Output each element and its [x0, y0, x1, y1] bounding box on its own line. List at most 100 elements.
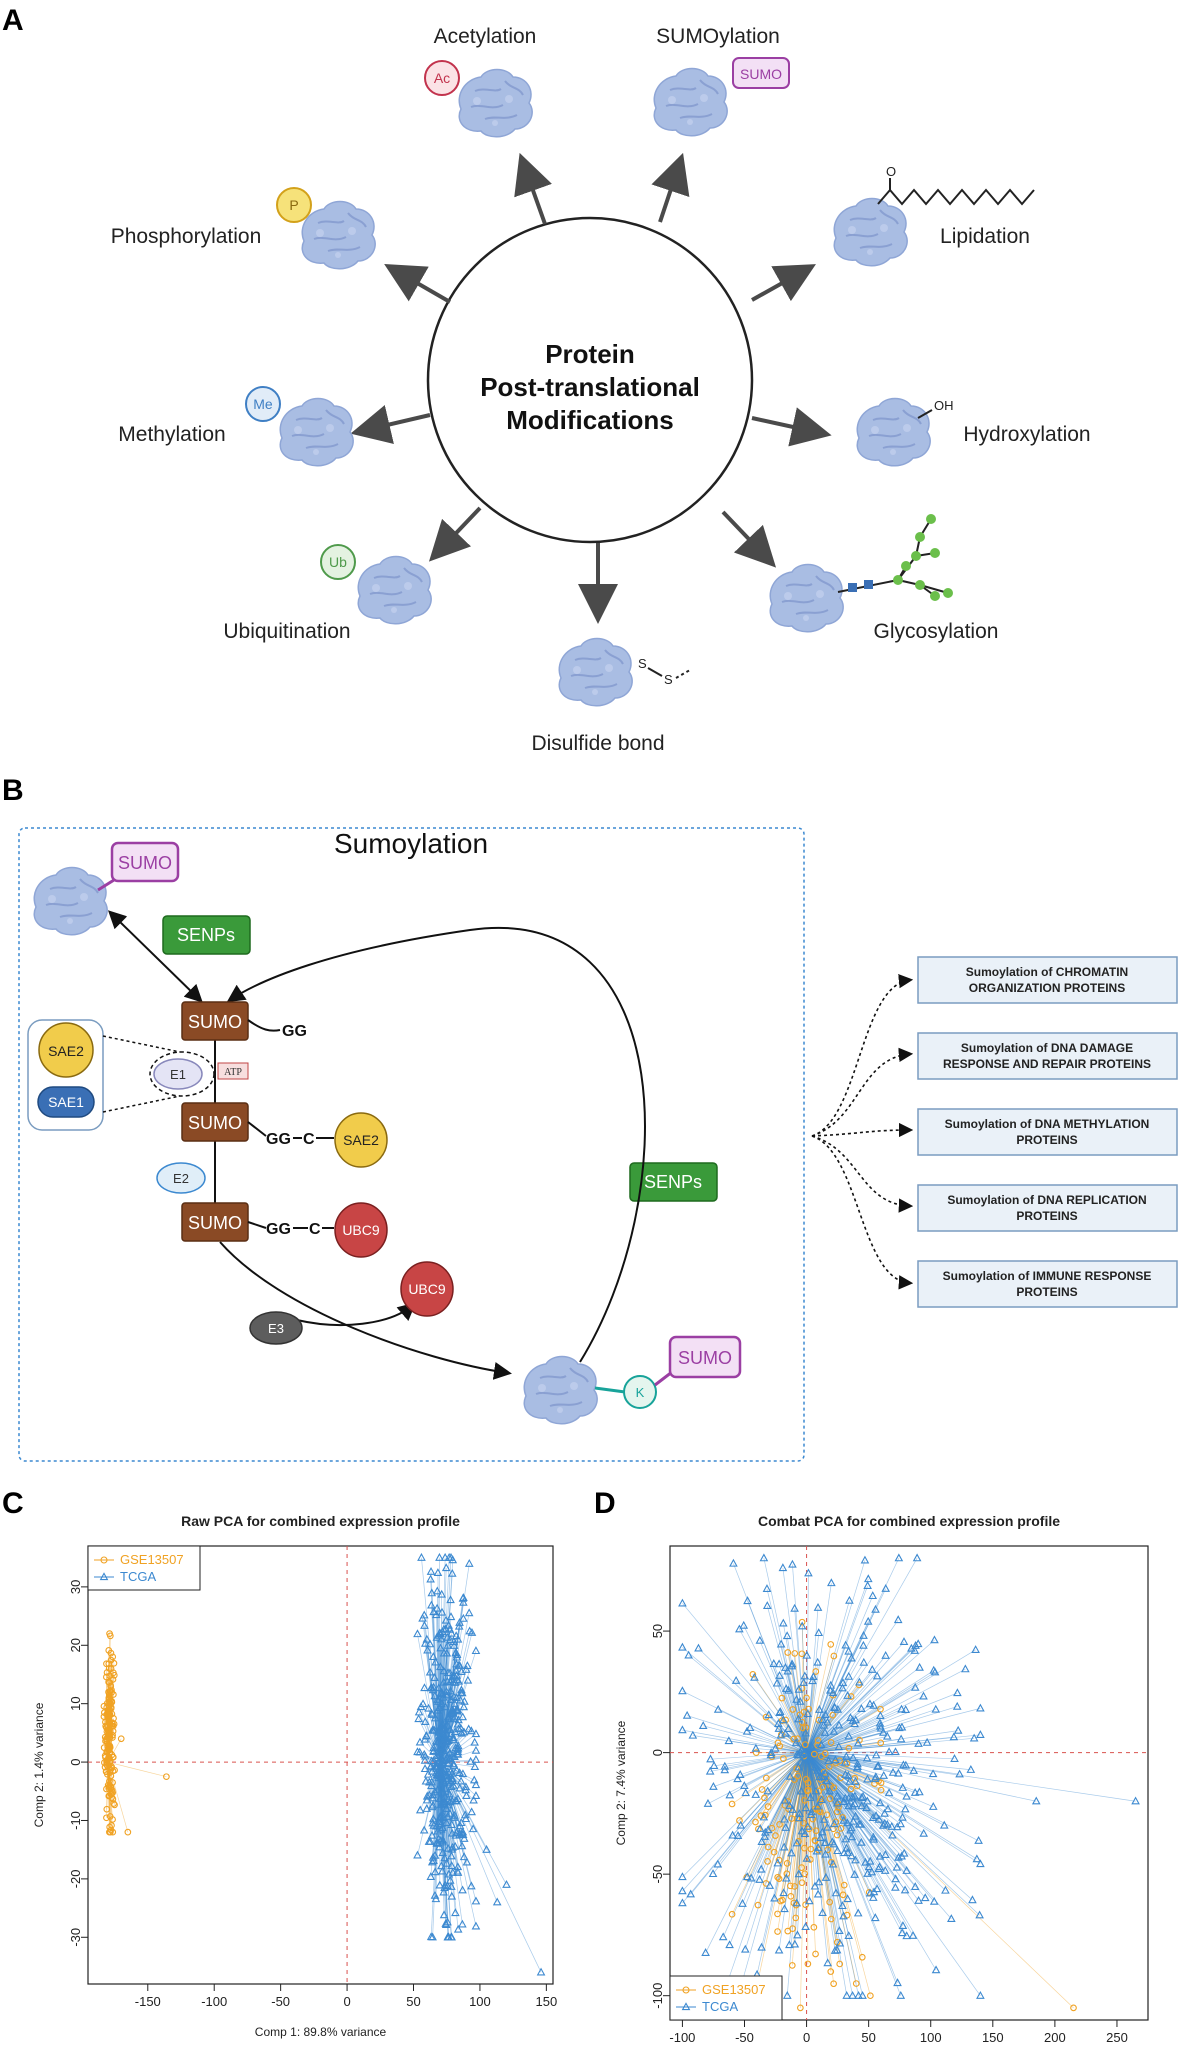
point-tcga — [825, 1786, 834, 1795]
spider-line — [803, 1682, 807, 1753]
point-gse13507 — [111, 1801, 118, 1809]
spider-line — [806, 1752, 832, 1920]
point-tcga — [441, 1702, 450, 1711]
spider-line — [806, 1709, 839, 1753]
point-tcga — [701, 1948, 710, 1956]
point-tcga — [724, 1736, 734, 1745]
point-tcga — [799, 1677, 808, 1686]
spider-line — [784, 1752, 807, 1806]
point-tcga — [449, 1692, 459, 1700]
spider-line — [806, 1752, 841, 1964]
y-tick-label: 0 — [68, 1758, 83, 1765]
point-tcga — [725, 1940, 734, 1949]
point-tcga — [743, 1596, 752, 1605]
spider-line — [728, 1740, 807, 1753]
point-gse13507 — [775, 1875, 783, 1883]
point-tcga — [863, 1581, 872, 1589]
spider-line — [758, 1752, 807, 1979]
point-tcga — [891, 1882, 900, 1891]
point-tcga — [449, 1760, 459, 1769]
point-tcga — [439, 1910, 449, 1919]
spider-line — [435, 1762, 441, 1900]
point-tcga — [439, 1746, 449, 1755]
point-tcga — [422, 1795, 432, 1804]
ubc9-node — [334, 1202, 388, 1258]
point-tcga — [762, 1601, 772, 1609]
point-tcga — [887, 1821, 897, 1830]
arrow-ubiquitination — [428, 506, 482, 562]
point-tcga — [459, 1702, 469, 1711]
point-tcga — [427, 1600, 436, 1609]
point-tcga — [880, 1818, 890, 1827]
spider-line — [796, 1752, 807, 1819]
point-gse13507 — [105, 1753, 113, 1761]
point-tcga — [443, 1881, 452, 1890]
point-tcga — [779, 1715, 788, 1724]
point-tcga — [841, 1751, 851, 1760]
point-tcga — [781, 1663, 790, 1671]
point-tcga — [471, 1729, 481, 1738]
point-tcga — [760, 1831, 770, 1840]
point-tcga — [434, 1683, 444, 1692]
point-tcga — [750, 1672, 759, 1681]
point-tcga — [415, 1805, 425, 1814]
point-tcga — [845, 1595, 854, 1604]
point-tcga — [795, 1696, 805, 1705]
label-acetylation: Acetylation — [434, 25, 537, 48]
spider-line — [801, 1752, 807, 1883]
x-tick-label: 0 — [343, 1994, 350, 2009]
point-tcga — [455, 1617, 464, 1626]
point-tcga — [448, 1768, 457, 1777]
point-tcga — [421, 1751, 430, 1760]
point-tcga — [841, 1640, 851, 1649]
point-gse13507 — [877, 1739, 885, 1747]
legend-marker — [681, 2002, 691, 2011]
point-gse13507 — [752, 1818, 759, 1826]
spider-line — [806, 1752, 821, 1780]
point-tcga — [432, 1603, 442, 1612]
spider-line — [806, 1752, 818, 1852]
point-tcga — [922, 1737, 932, 1746]
spider-line — [805, 1733, 807, 1753]
point-tcga — [449, 1714, 459, 1722]
point-tcga — [420, 1755, 430, 1764]
point-tcga — [968, 1895, 977, 1904]
point-gse13507 — [829, 1711, 837, 1719]
point-tcga — [848, 1716, 858, 1724]
spider-line — [806, 1752, 852, 1790]
spider-line — [430, 1579, 441, 1763]
protein-icon — [856, 397, 932, 467]
point-tcga — [823, 1958, 833, 1967]
point-tcga — [835, 1926, 844, 1935]
spider-line — [806, 1752, 886, 1871]
point-tcga — [461, 1814, 471, 1823]
point-gse13507 — [107, 1697, 114, 1705]
point-tcga — [413, 1850, 422, 1859]
point-tcga — [451, 1796, 460, 1805]
spider-line — [703, 1725, 807, 1753]
point-tcga — [868, 1813, 878, 1822]
ubc9-node — [400, 1261, 454, 1317]
point-tcga — [741, 1788, 751, 1797]
point-gse13507 — [802, 1901, 809, 1909]
point-tcga — [881, 1850, 890, 1859]
point-tcga — [434, 1817, 444, 1825]
point-gse13507 — [783, 1860, 791, 1867]
point-tcga — [832, 1945, 842, 1954]
point-gse13507 — [774, 1910, 781, 1918]
point-tcga — [440, 1880, 450, 1889]
sumo-tag-icon — [110, 841, 180, 883]
spider-line — [806, 1752, 818, 1771]
point-tcga — [774, 1659, 784, 1668]
point-tcga — [433, 1694, 443, 1703]
point-tcga — [859, 1657, 869, 1666]
point-tcga — [816, 1833, 825, 1841]
x-tick-label: 0 — [803, 2030, 810, 2045]
spider-line — [806, 1752, 825, 1773]
point-tcga — [464, 1608, 474, 1617]
point-tcga — [770, 1893, 779, 1902]
point-tcga — [445, 1875, 455, 1884]
ubc9-label-1: UBC9 — [342, 1222, 380, 1238]
tag-o: O — [886, 164, 896, 179]
point-tcga — [443, 1758, 453, 1767]
